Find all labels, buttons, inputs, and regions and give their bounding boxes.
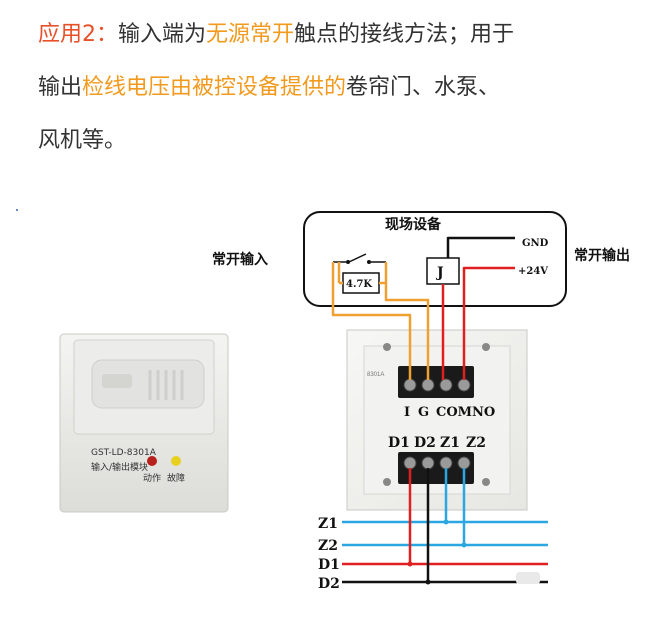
module-name-text: 输入/输出模块 — [91, 461, 148, 473]
text-part-1: 输入端为 — [118, 22, 207, 47]
field-device-title: 现场设备 — [385, 216, 442, 233]
bus-d1-label: D1 — [318, 557, 340, 573]
text-part-4: 卷帘门、水泵、 — [346, 75, 501, 100]
terminal-g: G — [418, 405, 429, 420]
resistor-label: 4.7K — [346, 279, 372, 290]
pcb-mark: 8301A — [367, 372, 384, 378]
terminal-d2: D2 — [414, 435, 436, 451]
passive-contact-text: 无源常开 — [206, 22, 295, 47]
no-output-label: 常开输出 — [574, 247, 630, 264]
no-input-label: 常开输入 — [212, 251, 268, 268]
stray-dot — [16, 209, 18, 211]
application-label: 应用2： — [38, 22, 118, 47]
terminal-com: COM — [436, 405, 472, 420]
action-led-label: 动作 — [143, 472, 161, 484]
module-label-slot — [102, 374, 132, 388]
module-vent-icon — [148, 370, 184, 400]
screw-bottom-left-icon — [383, 478, 391, 486]
relay-icon — [426, 257, 460, 285]
bottom-terminal-screws — [403, 456, 471, 470]
action-led-icon — [147, 456, 157, 466]
terminal-plate: 8301A I G COM NO D1 D2 Z1 Z2 — [346, 329, 528, 511]
wires-top — [331, 236, 515, 380]
module-photo: GST-LD-8301A 输入/输出模块 动作 故障 — [59, 333, 229, 513]
module-cover-recess — [91, 359, 205, 409]
bottom-terminal-block — [398, 452, 474, 484]
fault-led-label: 故障 — [167, 472, 185, 484]
relay-label: J — [435, 265, 444, 281]
bus-z2-label: Z2 — [318, 538, 338, 554]
screw-top-right-icon — [482, 343, 490, 351]
v24-label: +24V — [518, 266, 548, 277]
wires-bottom — [407, 468, 467, 585]
module-model-text: GST-LD-8301A — [91, 448, 157, 458]
switch-icon — [333, 253, 386, 264]
terminal-no: NO — [472, 405, 495, 420]
field-device-box: 现场设备 4.7K J GND +24V — [303, 211, 567, 307]
bus-z1-label: Z1 — [318, 516, 338, 532]
intro-paragraph: 应用2：输入端为无源常开触点的接线方法；用于 输出检线电压由被控设备提供的卷帘门… — [38, 8, 658, 167]
top-terminal-block — [398, 366, 474, 398]
watermark-mark — [516, 572, 540, 584]
supply-text: 检线电压由被控设备提供的 — [82, 75, 347, 100]
screw-bottom-right-icon — [482, 478, 490, 486]
text-part-2: 触点的接线方法；用于 — [294, 22, 515, 47]
fault-led-icon — [171, 456, 181, 466]
terminal-d1: D1 — [388, 435, 410, 451]
text-part-5: 风机等。 — [38, 128, 127, 153]
screw-top-left-icon — [383, 343, 391, 351]
terminal-i: I — [404, 405, 410, 420]
terminal-z1: Z1 — [440, 435, 460, 451]
gnd-label: GND — [522, 238, 549, 249]
text-part-3: 输出 — [38, 75, 83, 100]
terminal-z2: Z2 — [466, 435, 486, 451]
bus-lines — [342, 520, 548, 584]
bus-d2-label: D2 — [318, 576, 340, 592]
